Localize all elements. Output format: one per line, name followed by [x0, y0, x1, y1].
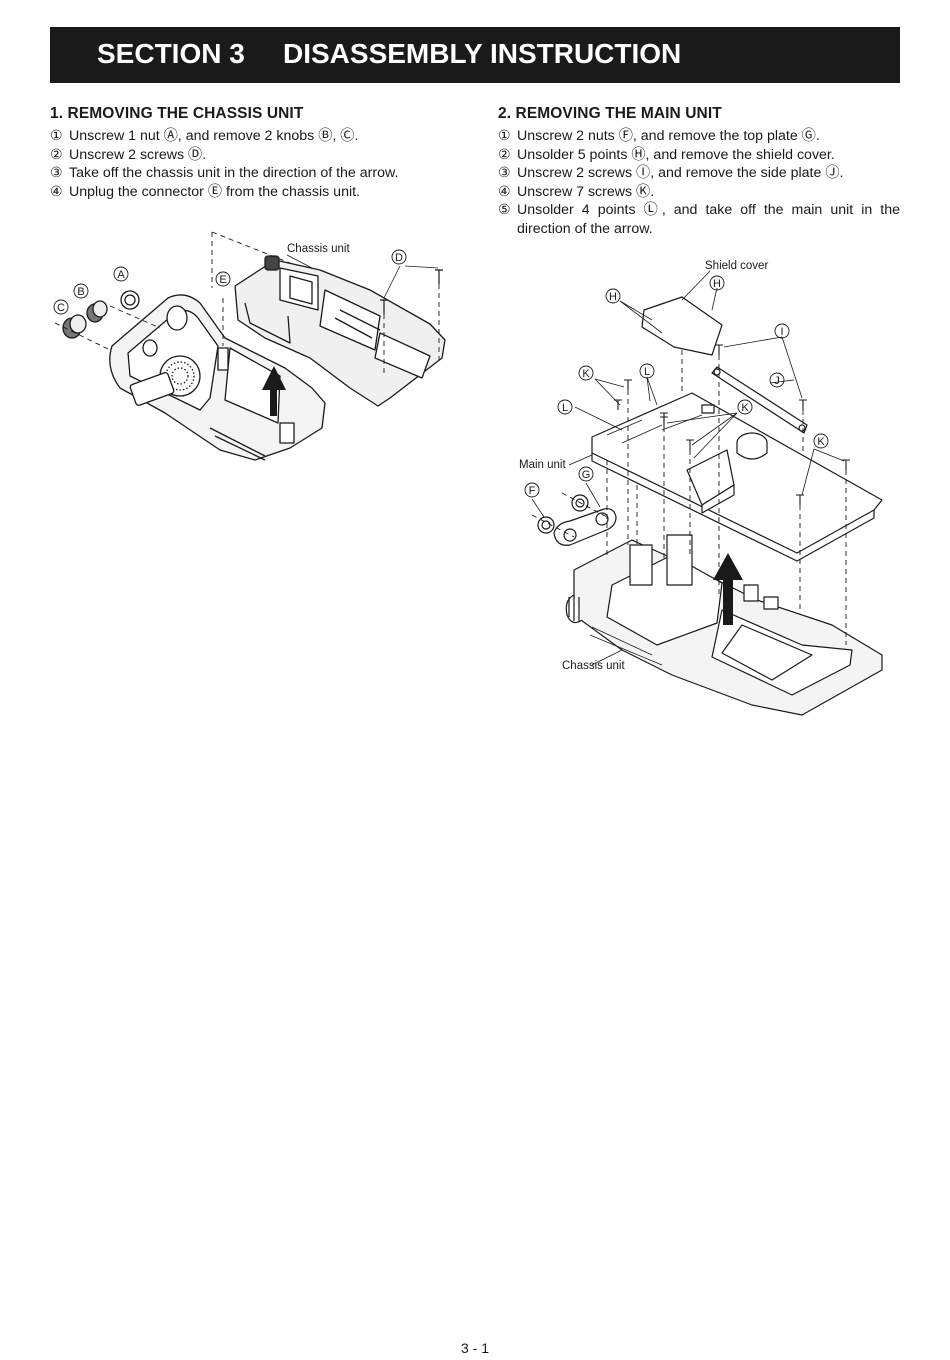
- main-unit-step: ① Unscrew 2 nuts Ⓕ, and remove the top p…: [498, 127, 900, 146]
- chassis-step: ③ Take off the chassis unit in the direc…: [50, 164, 430, 183]
- main-unit-step: ④ Unscrew 7 screws Ⓚ.: [498, 183, 900, 202]
- main-unit-label: Main unit: [519, 459, 566, 471]
- main-unit-removal-figure: Shield cover Main unit Chassis unit H H …: [512, 255, 887, 735]
- callout-f: F: [529, 485, 536, 497]
- shield-cover-label: Shield cover: [705, 260, 768, 272]
- step-text: Unplug the connector Ⓔ from the chassis …: [69, 183, 360, 200]
- step-text: Unscrew 2 nuts Ⓕ, and remove the top pla…: [517, 128, 820, 144]
- callout-l: L: [562, 402, 568, 414]
- callout-l: L: [644, 366, 650, 378]
- chassis-step: ④ Unplug the connector Ⓔ from the chassi…: [50, 183, 430, 202]
- callout-e: E: [219, 274, 226, 286]
- step-number: ②: [498, 146, 511, 163]
- connector-e: [217, 347, 229, 371]
- main-unit-step: ⑤ Unsolder 4 points Ⓛ, and take off the …: [498, 201, 900, 238]
- chassis-unit-label: Chassis unit: [287, 243, 350, 255]
- page-number: 3 - 1: [460, 1340, 489, 1356]
- knob-c: [62, 314, 87, 339]
- section-title: DISASSEMBLY INSTRUCTION: [283, 38, 682, 69]
- step-number: ④: [498, 183, 511, 200]
- callout-d: D: [395, 252, 403, 264]
- main-unit-exploded-view: Shield cover Main unit Chassis unit H H …: [519, 260, 883, 716]
- chassis-heading: 1. REMOVING THE CHASSIS UNIT: [50, 105, 304, 122]
- step-number: ⑤: [498, 202, 511, 218]
- top-plate-g: [553, 508, 617, 546]
- chassis-step: ① Unscrew 1 nut Ⓐ, and remove 2 knobs Ⓑ,…: [50, 127, 430, 146]
- chassis-removal-figure: Chassis unit A B C D E: [50, 228, 450, 468]
- antenna-knob: [264, 255, 280, 271]
- shield-cover: [641, 296, 723, 356]
- callout-b: B: [77, 286, 84, 298]
- removal-arrow: [713, 553, 743, 625]
- main-unit-heading: 2. REMOVING THE MAIN UNIT: [498, 105, 722, 122]
- step-text: Unscrew 2 screws Ⓘ, and remove the side …: [517, 165, 844, 181]
- main-unit-removal-section: 2. REMOVING THE MAIN UNIT ① Unscrew 2 nu…: [498, 105, 900, 238]
- nut-f: [537, 494, 589, 534]
- step-number: ③: [50, 165, 63, 181]
- screw-d: [380, 269, 443, 314]
- step-text: Unsolder 4 points Ⓛ, and take off the ma…: [517, 202, 900, 237]
- knob-hole: [166, 305, 188, 331]
- chassis-step: ② Unscrew 2 screws Ⓓ.: [50, 146, 430, 165]
- step-text: Unsolder 5 points Ⓗ, and remove the shie…: [517, 146, 835, 163]
- callout-h: H: [609, 291, 617, 303]
- callout-a: A: [117, 269, 125, 281]
- section-banner: SECTION 3 DISASSEMBLY INSTRUCTION: [50, 27, 900, 83]
- callout-g: G: [582, 469, 591, 481]
- callout-k: K: [741, 402, 749, 414]
- chassis-removal-section: 1. REMOVING THE CHASSIS UNIT ① Unscrew 1…: [50, 105, 430, 201]
- chassis-exploded-view: Chassis unit A B C D E: [53, 231, 446, 461]
- callout-i: I: [780, 326, 783, 338]
- step-text: Take off the chassis unit in the directi…: [69, 165, 399, 181]
- step-number: ③: [498, 165, 511, 181]
- section-number: SECTION 3: [97, 38, 245, 69]
- chassis-unit-label: Chassis unit: [562, 660, 625, 672]
- step-number: ②: [50, 146, 63, 163]
- callout-k: K: [582, 368, 590, 380]
- step-number: ④: [50, 183, 63, 200]
- nut-a: [120, 290, 140, 310]
- main-unit-step: ③ Unscrew 2 screws Ⓘ, and remove the sid…: [498, 164, 900, 183]
- callout-k: K: [817, 436, 825, 448]
- main-pcb: [591, 392, 883, 554]
- main-unit-step: ② Unsolder 5 points Ⓗ, and remove the sh…: [498, 146, 900, 165]
- step-number: ①: [50, 128, 63, 144]
- callout-j: J: [774, 375, 780, 387]
- step-text: Unscrew 2 screws Ⓓ.: [69, 146, 207, 163]
- step-text: Unscrew 1 nut Ⓐ, and remove 2 knobs Ⓑ, Ⓒ…: [69, 128, 359, 144]
- removal-arrow: [262, 366, 286, 416]
- step-text: Unscrew 7 screws Ⓚ.: [517, 183, 655, 200]
- callout-h: H: [713, 278, 721, 290]
- step-number: ①: [498, 128, 511, 144]
- callout-c: C: [57, 302, 65, 314]
- knob-b: [86, 300, 108, 323]
